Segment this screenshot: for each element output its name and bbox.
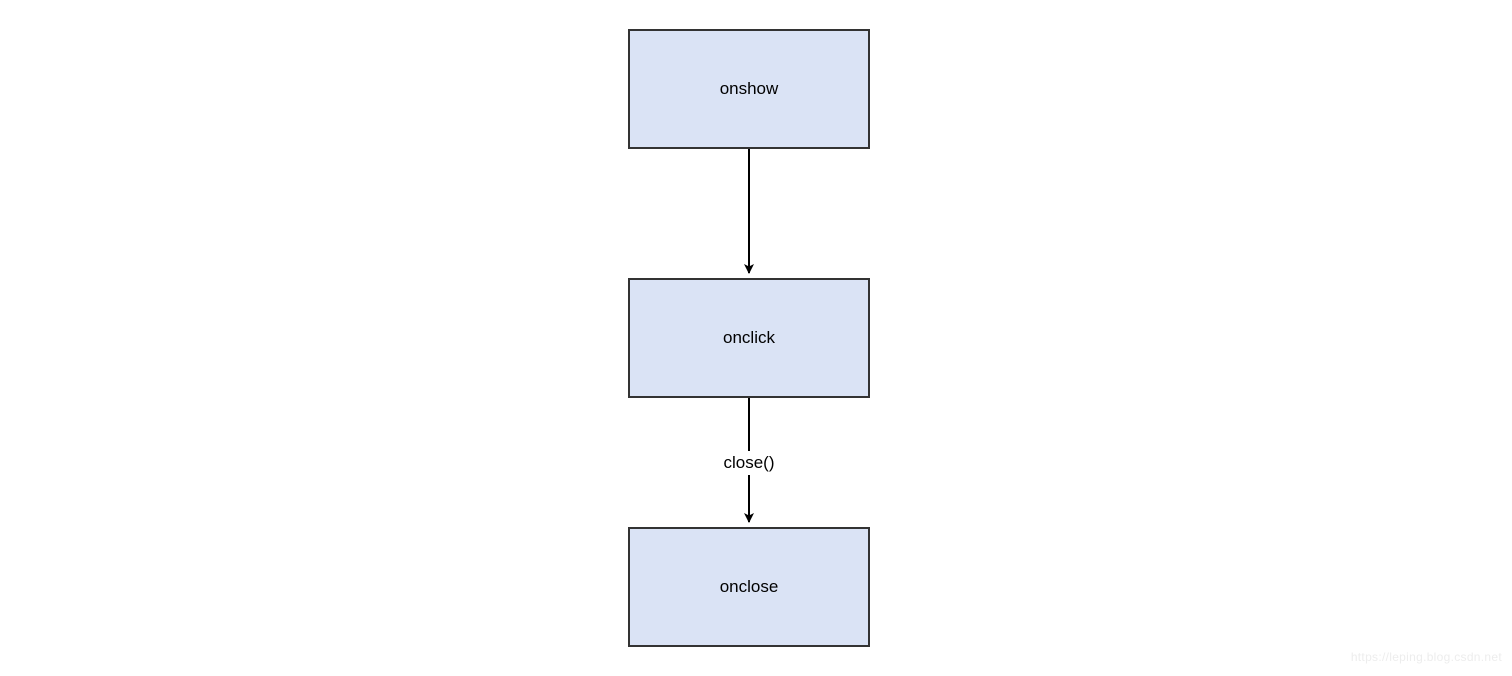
node-label-onclose: onclose <box>719 577 779 596</box>
edge-label-close: close() <box>718 451 780 475</box>
flowchart-node-onclick: onclick <box>628 278 870 398</box>
node-label-onclick: onclick <box>723 328 775 347</box>
watermark-url: https://leping.blog.csdn.net <box>1350 650 1502 664</box>
flowchart-node-onclose: onclose <box>628 527 870 647</box>
node-label-onshow: onshow <box>719 79 779 98</box>
flowchart-node-onshow: onshow <box>628 29 870 149</box>
